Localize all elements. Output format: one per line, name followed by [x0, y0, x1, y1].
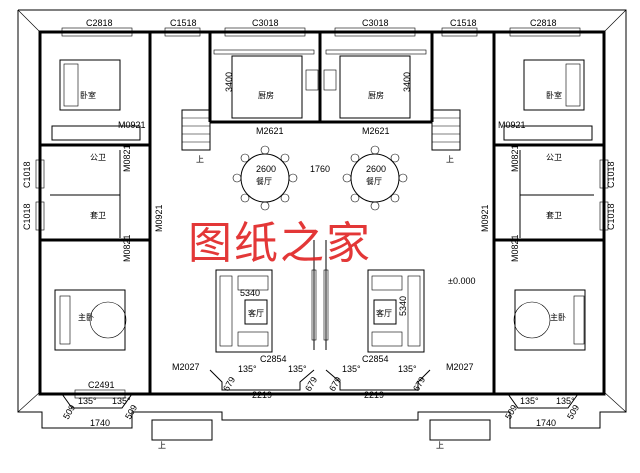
room-wc-private-left: 套卫 — [90, 210, 106, 220]
master-right — [513, 289, 586, 351]
master-left — [54, 289, 127, 351]
dim-135-h: 135° — [556, 396, 575, 406]
label-c2491: C2491 — [88, 380, 115, 390]
bedroom-right — [503, 59, 593, 141]
label-m2027-right: M2027 — [446, 362, 474, 372]
watermark: 图纸之家 — [188, 218, 372, 269]
room-kitchen-right: 厨房 — [368, 90, 384, 100]
label-m2621-left: M2621 — [256, 126, 284, 136]
dim-3400-right: 3400 — [402, 72, 412, 92]
label-c1518-left: C1518 — [170, 18, 197, 28]
label-c1018-l1: C1018 — [22, 161, 32, 188]
room-kitchen-left: 厨房 — [258, 90, 274, 100]
label-m0921-hall-right: M0921 — [480, 204, 490, 232]
dim-1760: 1760 — [310, 164, 330, 174]
label-c3018-right: C3018 — [362, 18, 389, 28]
dim-2219-left: 2219 — [252, 390, 272, 400]
bay-windows — [61, 369, 579, 409]
dim-5340-right: 5340 — [398, 296, 408, 316]
room-bedroom-right: 卧室 — [546, 90, 562, 100]
label-c3018-left: C3018 — [252, 18, 279, 28]
room-wc-public-right: 公卫 — [546, 153, 562, 162]
kitchen-right — [323, 49, 427, 119]
window-marks — [35, 27, 609, 399]
dim-1740-right: 1740 — [536, 418, 556, 428]
room-wc-private-right: 套卫 — [546, 210, 562, 220]
dim-2219-right: 2219 — [364, 390, 384, 400]
elevation-label: ±0.000 — [448, 276, 475, 286]
dim-5340-left: 5340 — [240, 288, 260, 298]
dim-135-e: 135° — [78, 396, 97, 406]
kitchen-left — [213, 49, 319, 119]
dim-3400-left: 3400 — [224, 72, 234, 92]
label-c2818-right: C2818 — [530, 18, 557, 28]
dim-1740-left: 1740 — [90, 418, 110, 428]
room-labels: 卧室 卧室 厨房 厨房 公卫 公卫 套卫 套卫 主卧 主卧 餐厅 餐厅 客厅 客… — [78, 90, 566, 322]
dim-2600-left: 2600 — [256, 164, 276, 174]
room-wc-public-left: 公卫 — [90, 153, 106, 162]
room-master-left: 主卧 — [78, 312, 94, 322]
label-m0821-r1: M0821 — [510, 144, 520, 172]
label-m0921-bed-left: M0921 — [118, 120, 146, 130]
room-living-right: 客厅 — [376, 308, 392, 318]
label-m2027-left: M2027 — [172, 362, 200, 372]
label-m0821-l1: M0821 — [122, 144, 132, 172]
label-c2854-left: C2854 — [260, 354, 287, 364]
exterior-walls — [38, 30, 606, 396]
dim-135-b: 135° — [288, 364, 307, 374]
bedroom-left — [51, 59, 141, 141]
dim-679-d: 679 — [411, 375, 427, 393]
living-left — [215, 269, 273, 353]
label-c1018-r2: C1018 — [606, 203, 616, 230]
label-m0821-l2: M0821 — [122, 234, 132, 262]
room-dining-left: 餐厅 — [256, 177, 272, 186]
room-master-right: 主卧 — [550, 312, 566, 322]
label-c2818-left: C2818 — [86, 18, 113, 28]
dim-2600-right: 2600 — [366, 164, 386, 174]
label-c1018-l2: C1018 — [22, 203, 32, 230]
label-c1018-r1: C1018 — [606, 161, 616, 188]
stair-up-porch-left: 上 — [158, 441, 166, 450]
room-dining-right: 餐厅 — [366, 177, 382, 186]
dim-135-d: 135° — [398, 364, 417, 374]
room-living-left: 客厅 — [248, 308, 264, 318]
stair-labels: 上 上 上 上 — [158, 155, 454, 450]
stair-up-porch-right: 上 — [436, 441, 444, 450]
dim-135-g: 135° — [520, 396, 539, 406]
stair-up-left: 上 — [196, 155, 204, 164]
label-m2621-right: M2621 — [362, 126, 390, 136]
living-right — [367, 269, 425, 353]
dining-table-right — [342, 145, 408, 211]
outer-boundary — [17, 9, 627, 429]
label-c2854-right: C2854 — [362, 354, 389, 364]
dim-509-a: 509 — [61, 403, 77, 421]
dim-135-c: 135° — [342, 364, 361, 374]
door-labels: M0921 M0921 M2621 M2621 M0821 M0821 M082… — [118, 120, 526, 372]
dim-135-a: 135° — [238, 364, 257, 374]
room-bedroom-left: 卧室 — [80, 90, 96, 100]
stairs-left — [181, 109, 211, 151]
label-m0821-r2: M0821 — [510, 234, 520, 262]
dim-135-f: 135° — [112, 396, 131, 406]
entry-steps — [151, 419, 491, 441]
label-c1518-right: C1518 — [450, 18, 477, 28]
stairs-right — [431, 109, 461, 151]
center-partition — [311, 240, 329, 350]
window-labels: C2818 C1518 C3018 C3018 C1518 C2818 C249… — [22, 18, 616, 390]
label-m0921-hall-left: M0921 — [154, 204, 164, 232]
dining-table-left — [232, 145, 298, 211]
stair-up-right: 上 — [446, 155, 454, 164]
label-m0921-bed-right: M0921 — [498, 120, 526, 130]
